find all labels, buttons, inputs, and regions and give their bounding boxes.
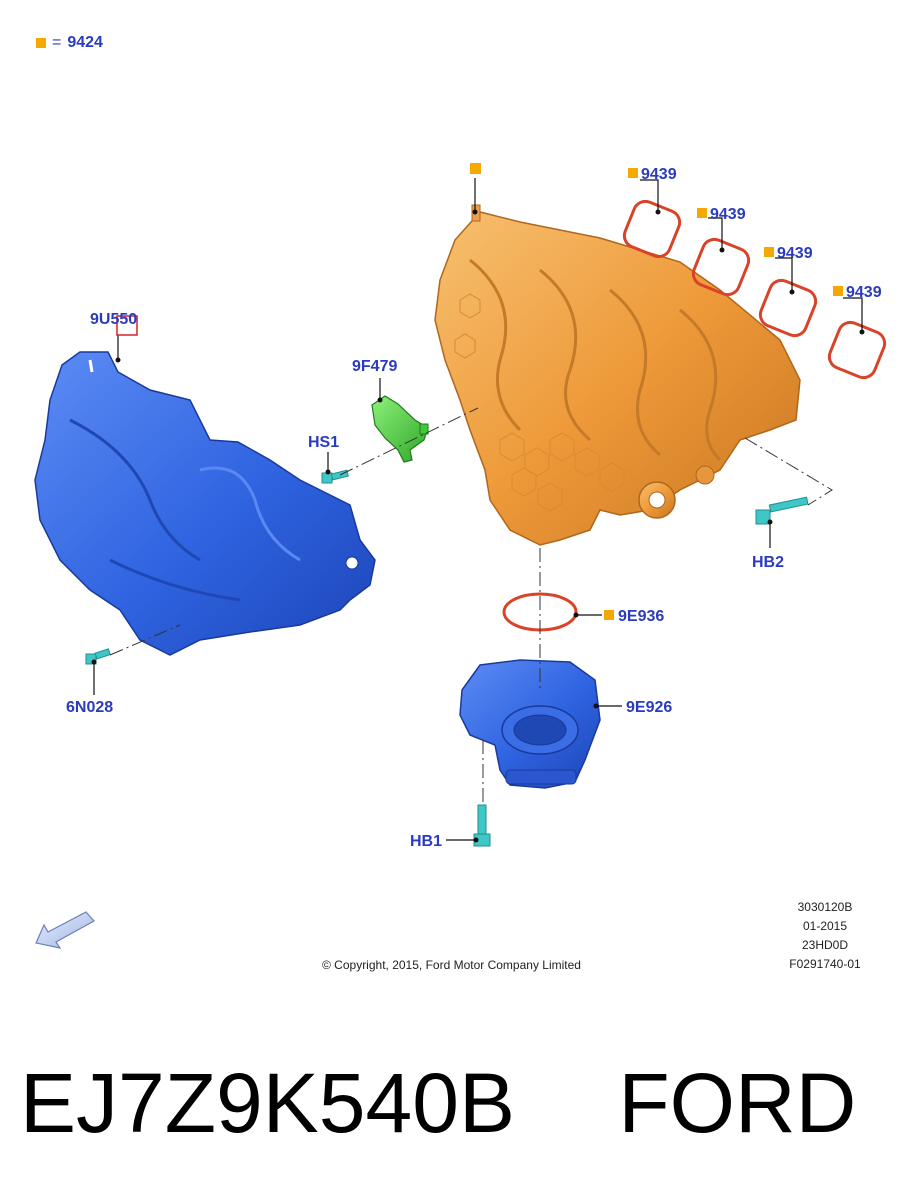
label-9u550: 9U550: [90, 311, 137, 328]
label-9f479: 9F479: [352, 358, 397, 375]
map-sensor: [371, 395, 429, 463]
drawing-code-3: F0291740-01: [789, 957, 861, 971]
bolt-6n028-shape: [85, 648, 111, 665]
brand-name: FORD: [618, 1056, 857, 1150]
part-caption: EJ7Z9K540B FORD: [20, 1055, 900, 1165]
reference-markers: [470, 163, 843, 620]
label-gasket-2: 9439: [710, 206, 746, 223]
label-gasket-4: 9439: [846, 284, 882, 301]
bolt-hb2-shape: [755, 496, 809, 525]
label-hb2: HB2: [752, 554, 784, 571]
label-gasket-1: 9439: [641, 166, 677, 183]
marker-gasket-4: [833, 286, 843, 296]
assembly-lines: [109, 407, 833, 805]
marker-gasket-2: [697, 208, 707, 218]
intake-manifold: [434, 204, 801, 546]
runner-gaskets: [622, 199, 887, 380]
drawing-code-2: 23HD0D: [801, 938, 849, 952]
view-direction-arrow-icon: [35, 911, 95, 949]
exploded-parts-diagram: 9U550 9F479 HS1 HB2 6N028 9E936 9E926 HB…: [34, 163, 887, 949]
label-gasket-3: 9439: [777, 245, 813, 262]
throttle-body: [459, 659, 601, 789]
red-highlight-square: [116, 315, 138, 336]
label-9e926: 9E926: [626, 699, 672, 716]
part-number: EJ7Z9K540B: [20, 1056, 515, 1150]
leader-lines: [93, 178, 863, 841]
label-hb1: HB1: [410, 833, 442, 850]
legend: = 9424: [36, 34, 103, 52]
legend-equals: =: [52, 34, 62, 51]
marker-gasket-1: [628, 168, 638, 178]
heat-shield: [34, 351, 376, 656]
label-6n028: 6N028: [66, 699, 113, 716]
marker-oring: [604, 610, 614, 620]
leader-dots: [91, 209, 865, 843]
marker-manifold: [470, 163, 481, 174]
gasket-2: [691, 237, 751, 297]
label-hs1: HS1: [308, 434, 339, 451]
drawing-code-1: 3030120B: [797, 900, 853, 914]
marker-gasket-3: [764, 247, 774, 257]
fasteners: [85, 469, 809, 847]
drawing-reference-block: 3030120B 01-2015 23HD0D F0291740-01: [770, 898, 880, 974]
label-9e936: 9E936: [618, 608, 664, 625]
orange-square-icon: [36, 38, 46, 48]
gasket-1: [622, 199, 682, 259]
legend-code: 9424: [67, 34, 103, 51]
bolt-hb1-shape: [473, 804, 491, 847]
gasket-4: [827, 320, 887, 380]
drawing-date: 01-2015: [802, 919, 848, 933]
copyright-notice: © Copyright, 2015, Ford Motor Company Li…: [322, 958, 581, 972]
gasket-3: [758, 278, 818, 338]
